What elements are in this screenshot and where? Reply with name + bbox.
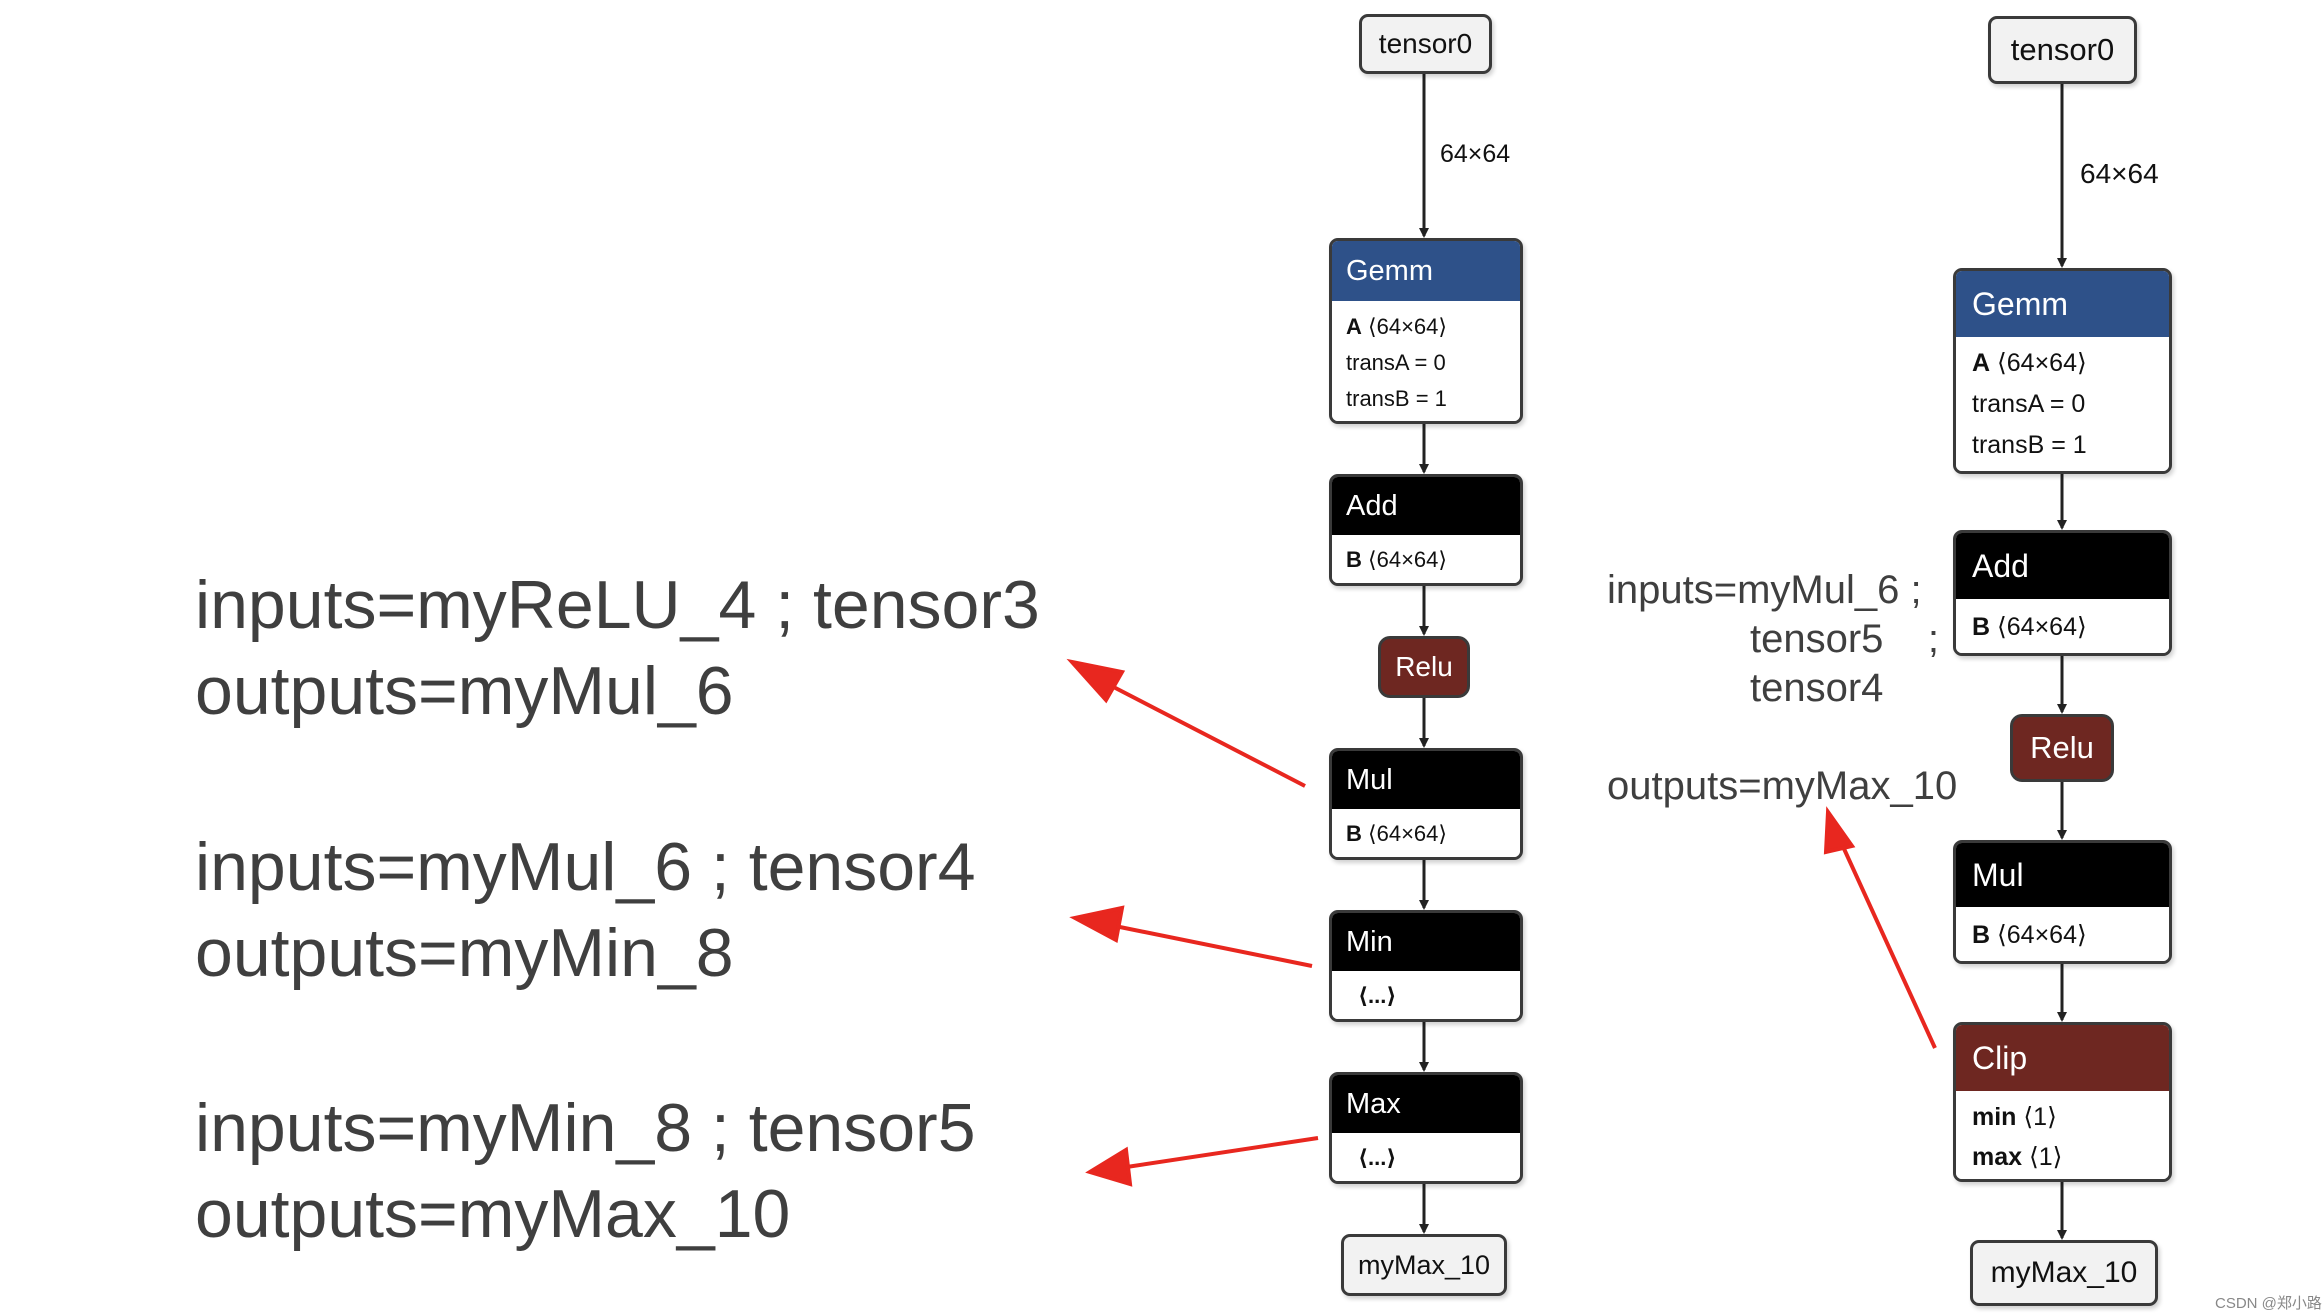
- right-mul-header: Mul: [1956, 843, 2169, 907]
- left-max-attr-val: ⟨...⟩: [1358, 1145, 1397, 1170]
- left-mul-attr-key: B: [1346, 821, 1362, 846]
- red-arrow-clip: [1838, 839, 1937, 1049]
- left-mul-attr-val: ⟨64×64⟩: [1368, 821, 1447, 846]
- right-add-attr-key: B: [1972, 613, 1991, 641]
- left-gemm-attr-a-val: ⟨64×64⟩: [1368, 314, 1447, 339]
- left-gemm-node[interactable]: Gemm A ⟨64×64⟩ transA = 0 transB = 1: [1329, 238, 1523, 424]
- watermark: CSDN @郑小路: [2215, 1295, 2322, 1312]
- left-gemm-attrs: A ⟨64×64⟩ transA = 0 transB = 1: [1332, 301, 1520, 421]
- annotation-clip-inputs-line2: tensor5 ;: [1750, 617, 1939, 661]
- right-mul-node[interactable]: Mul B ⟨64×64⟩: [1953, 840, 2172, 964]
- right-input-node[interactable]: tensor0: [1988, 16, 2137, 84]
- annotation-mul-inputs: inputs=myReLU_4 ; tensor3: [195, 567, 1040, 643]
- left-edge-label: 64×64: [1440, 140, 1511, 168]
- red-arrowhead-clip: [1823, 806, 1856, 855]
- right-add-attr-val: ⟨64×64⟩: [1997, 613, 2087, 641]
- right-clip-min-val: ⟨1⟩: [2023, 1103, 2057, 1131]
- right-relu-node[interactable]: Relu: [2010, 714, 2114, 782]
- left-add-attr-val: ⟨64×64⟩: [1368, 547, 1447, 572]
- left-min-header: Min: [1332, 913, 1520, 971]
- annotation-min-inputs: inputs=myMul_6 ; tensor4: [195, 829, 976, 905]
- right-gemm-attr-a-key: A: [1972, 349, 1991, 377]
- right-add-header: Add: [1956, 533, 2169, 599]
- left-gemm-trans-b: transB = 1: [1346, 386, 1447, 411]
- red-arrowhead-min: [1069, 905, 1125, 944]
- left-mul-attrs: B ⟨64×64⟩: [1332, 809, 1520, 857]
- right-gemm-node[interactable]: Gemm A ⟨64×64⟩ transA = 0 transB = 1: [1953, 268, 2172, 474]
- right-mul-attr-key: B: [1972, 921, 1991, 949]
- red-arrowhead-mul: [1066, 658, 1126, 704]
- right-gemm-trans-a: transA = 0: [1972, 390, 2086, 418]
- left-add-node[interactable]: Add B ⟨64×64⟩: [1329, 474, 1523, 586]
- right-gemm-trans-b: transB = 1: [1972, 431, 2087, 459]
- left-gemm-trans-a: transA = 0: [1346, 350, 1446, 375]
- left-max-header: Max: [1332, 1075, 1520, 1133]
- left-gemm-header: Gemm: [1332, 241, 1520, 301]
- left-max-node[interactable]: Max ⟨...⟩: [1329, 1072, 1523, 1184]
- left-gemm-attr-a-key: A: [1346, 314, 1362, 339]
- left-add-attrs: B ⟨64×64⟩: [1332, 535, 1520, 583]
- left-mul-header: Mul: [1332, 751, 1520, 809]
- right-add-node[interactable]: Add B ⟨64×64⟩: [1953, 530, 2172, 656]
- right-mul-attr-val: ⟨64×64⟩: [1997, 921, 2087, 949]
- right-output-node[interactable]: myMax_10: [1970, 1240, 2158, 1306]
- left-min-node[interactable]: Min ⟨...⟩: [1329, 910, 1523, 1022]
- annotation-clip-outputs: outputs=myMax_10: [1607, 764, 1958, 808]
- annotation-mul-outputs: outputs=myMul_6: [195, 653, 734, 729]
- red-arrowhead-max: [1085, 1146, 1133, 1187]
- red-arrow-min: [1109, 923, 1313, 968]
- left-min-attr-val: ⟨...⟩: [1358, 983, 1397, 1008]
- right-clip-min-key: min: [1972, 1103, 2017, 1131]
- right-clip-max-val: ⟨1⟩: [2029, 1143, 2063, 1171]
- left-mul-node[interactable]: Mul B ⟨64×64⟩: [1329, 748, 1523, 860]
- left-add-attr-key: B: [1346, 547, 1362, 572]
- right-edge-label: 64×64: [2080, 158, 2159, 189]
- right-mul-attrs: B ⟨64×64⟩: [1956, 907, 2169, 961]
- annotation-min-outputs: outputs=myMin_8: [195, 915, 734, 991]
- red-arrow-max: [1119, 1136, 1319, 1170]
- right-clip-header: Clip: [1956, 1025, 2169, 1091]
- annotation-max-outputs: outputs=myMax_10: [195, 1176, 791, 1252]
- right-clip-node[interactable]: Clip min ⟨1⟩ max ⟨1⟩: [1953, 1022, 2172, 1182]
- right-add-attrs: B ⟨64×64⟩: [1956, 599, 2169, 653]
- annotation-max-inputs: inputs=myMin_8 ; tensor5: [195, 1090, 976, 1166]
- right-gemm-attr-a-val: ⟨64×64⟩: [1997, 349, 2087, 377]
- right-gemm-header: Gemm: [1956, 271, 2169, 337]
- annotation-clip-inputs-line1: inputs=myMul_6 ;: [1607, 568, 1922, 612]
- right-gemm-attrs: A ⟨64×64⟩ transA = 0 transB = 1: [1956, 337, 2169, 471]
- left-output-node[interactable]: myMax_10: [1341, 1234, 1507, 1296]
- right-clip-max-key: max: [1972, 1143, 2023, 1171]
- left-max-attrs: ⟨...⟩: [1332, 1133, 1520, 1181]
- left-add-header: Add: [1332, 477, 1520, 535]
- left-relu-node[interactable]: Relu: [1378, 636, 1470, 698]
- red-arrow-mul: [1099, 678, 1306, 788]
- left-input-node[interactable]: tensor0: [1359, 14, 1492, 74]
- annotation-clip-inputs-line3: tensor4: [1750, 666, 1884, 710]
- left-min-attrs: ⟨...⟩: [1332, 971, 1520, 1019]
- right-clip-attrs: min ⟨1⟩ max ⟨1⟩: [1956, 1091, 2169, 1179]
